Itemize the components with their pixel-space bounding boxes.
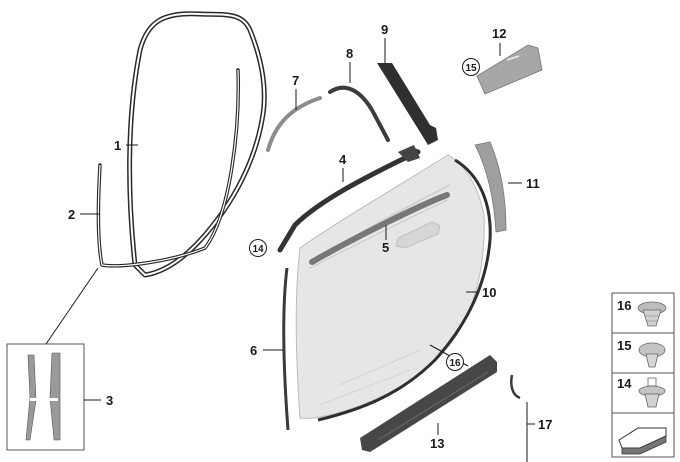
callout-13: 13 — [430, 436, 444, 451]
clip-14-icon — [638, 377, 666, 408]
callout-2: 2 — [68, 207, 75, 222]
callout-8: 8 — [346, 46, 353, 61]
legend-number-16: 16 — [617, 298, 631, 313]
trim-strip-part — [266, 96, 322, 152]
clip-legend: 16 15 14 — [611, 292, 675, 458]
callout-17: 17 — [538, 417, 552, 432]
callout-12: 12 — [492, 26, 506, 41]
inner-seal-part — [309, 192, 450, 265]
sill-trim-part — [360, 355, 497, 452]
callout-3: 3 — [106, 393, 113, 408]
legend-number-15: 15 — [617, 338, 631, 353]
svg-text:16: 16 — [449, 358, 461, 369]
callout-4: 4 — [339, 152, 347, 167]
callout-1: 1 — [114, 138, 121, 153]
foil-set-box — [6, 343, 85, 451]
corner-cover-part — [476, 44, 543, 95]
svg-text:15: 15 — [465, 63, 477, 74]
clip-15-icon — [638, 342, 666, 368]
seal-frame-part — [127, 11, 267, 278]
window-guide-part — [328, 85, 390, 142]
circled-ref-15: 15 — [462, 58, 480, 76]
window-frame-cover-part — [377, 63, 438, 145]
edge-strip-part — [96, 68, 240, 268]
rear-seal-part — [317, 158, 492, 422]
circled-ref-16: 16 — [446, 353, 464, 371]
c-pillar-cover-part — [474, 141, 507, 233]
callout-11: 11 — [526, 176, 540, 191]
b-pillar-seal-part — [282, 267, 290, 431]
catalog-arrow-icon — [618, 427, 667, 455]
circled-ref-14: 14 — [249, 239, 267, 257]
callout-9: 9 — [381, 22, 388, 37]
lower-strip-part — [510, 374, 521, 400]
callout-5: 5 — [382, 240, 389, 255]
leader-lines — [80, 38, 535, 462]
callout-7: 7 — [292, 73, 299, 88]
callout-6: 6 — [250, 343, 257, 358]
legend-number-14: 14 — [617, 376, 632, 391]
rear-door-panel — [295, 154, 485, 419]
svg-text:14: 14 — [252, 244, 264, 255]
callout-10: 10 — [482, 285, 496, 300]
clip-16-icon — [637, 301, 667, 327]
